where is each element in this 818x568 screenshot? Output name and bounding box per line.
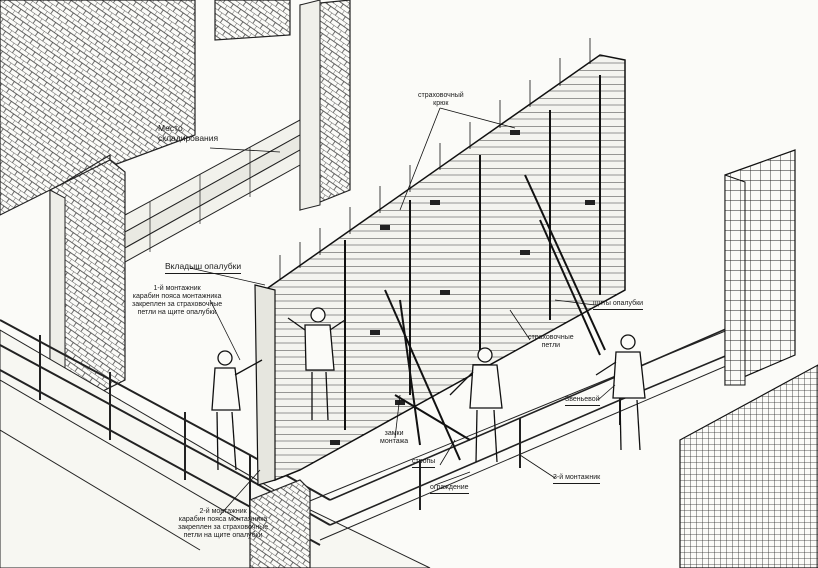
brick-column-top (214, 0, 351, 211)
rebar-mesh-bottom-right (679, 364, 818, 568)
label-safety-hook: страховочный крюк (418, 92, 464, 108)
label-installer-2: 2-й монтажник карабин пояса монтажника з… (178, 508, 269, 540)
label-storage-place: Место складирования (158, 123, 219, 143)
label-signalman: Звеньевой (565, 396, 600, 407)
rebar-cage-right (724, 149, 796, 386)
worker-signalman (595, 334, 646, 451)
braces (384, 174, 606, 461)
formwork-panel (254, 38, 626, 486)
label-formwork-panels: щиты опалубки (593, 300, 644, 311)
storage-stack (124, 119, 301, 263)
leader-lines (189, 107, 616, 516)
worker-1 (211, 350, 263, 471)
worker-3 (449, 347, 503, 463)
worker-2 (287, 307, 346, 421)
label-lock-installation: замки монтажа (380, 430, 409, 446)
label-installer-3: 3-й монтажник (553, 474, 601, 485)
brick-column-bottom (249, 479, 311, 568)
label-safety-loops: страховочные петли (528, 334, 574, 350)
label-formwork-insert: Вкладыш опалубки (165, 261, 242, 274)
label-fence: ограждение (430, 484, 469, 495)
label-braces: стропы (412, 458, 436, 469)
label-storage-place-line2: складирования (158, 132, 219, 143)
label-installer-1: 1-й монтажник карабин пояса монтажника з… (132, 285, 223, 317)
